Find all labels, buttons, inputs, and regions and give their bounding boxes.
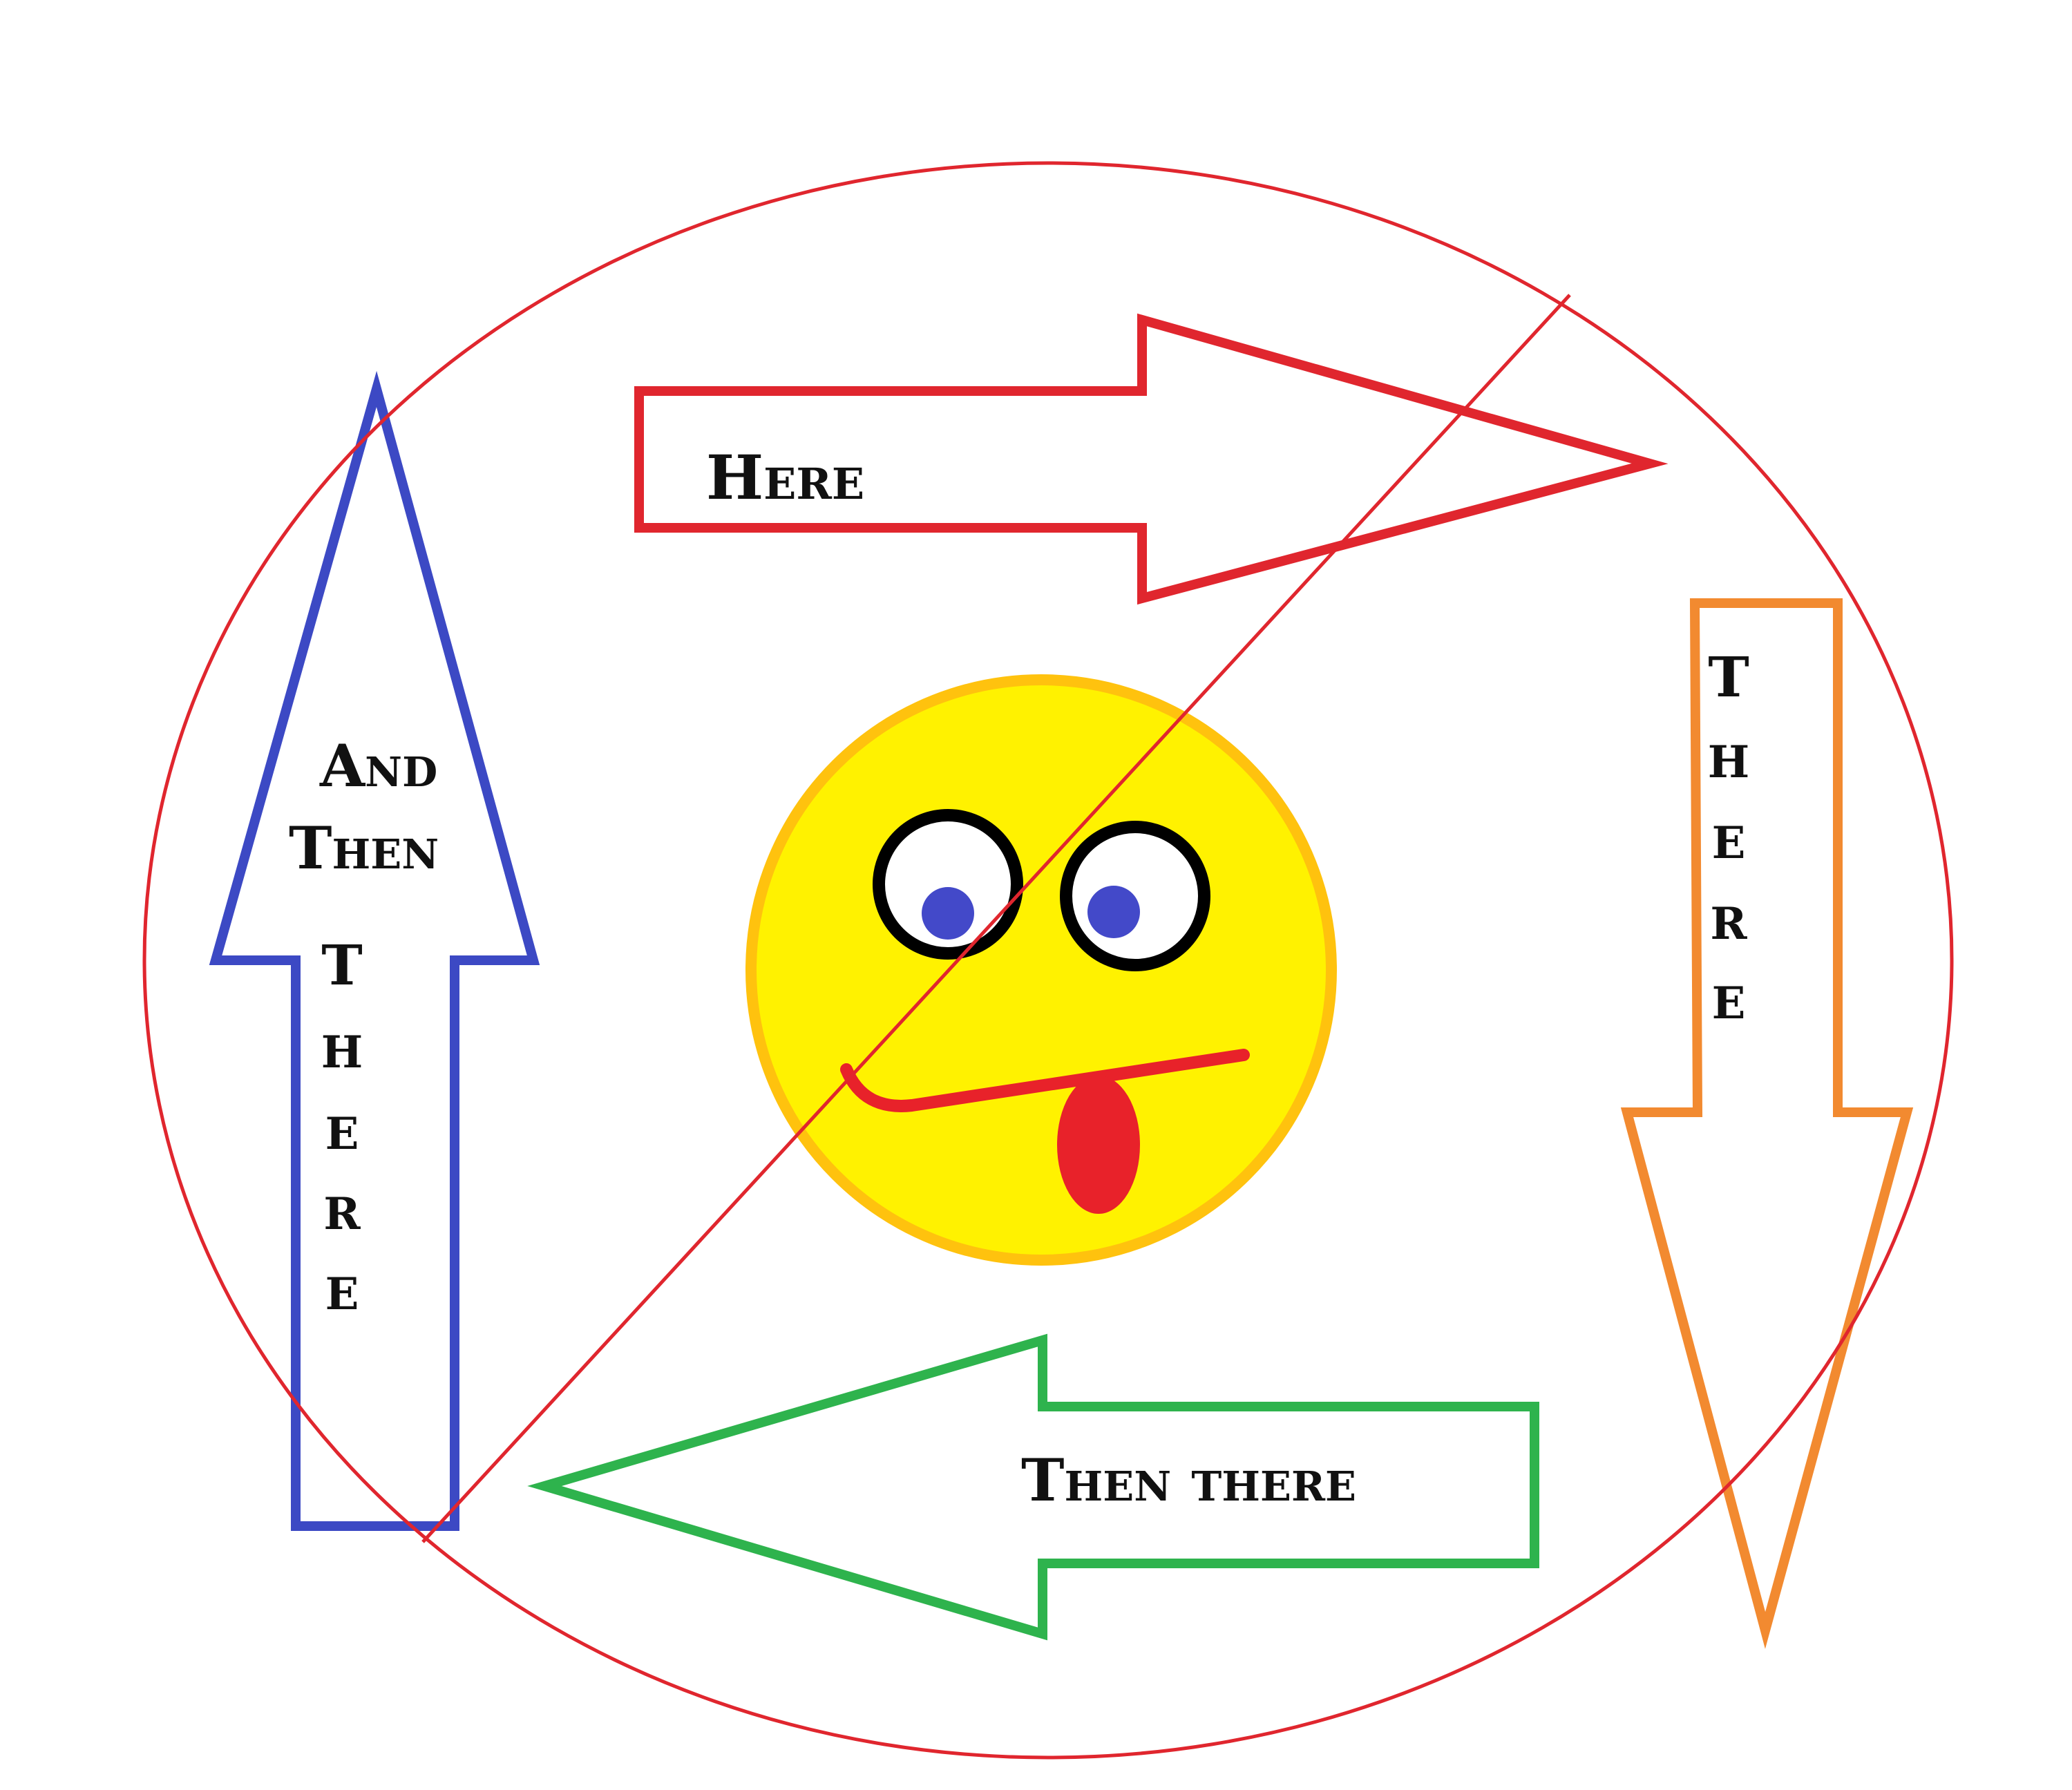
label-and: And bbox=[319, 732, 437, 800]
letter-right-4: R bbox=[1710, 898, 1747, 950]
tongue bbox=[1057, 1076, 1140, 1214]
letter-right-2: H bbox=[1708, 736, 1749, 788]
letter-right-5: E bbox=[1712, 978, 1746, 1029]
face-circle bbox=[745, 674, 1337, 1266]
label-then: Then bbox=[289, 814, 439, 882]
arrow-down-there bbox=[1620, 598, 1914, 1649]
letter-right-3: E bbox=[1712, 817, 1746, 869]
prohibition-slash bbox=[421, 294, 1571, 1543]
letter-left-5: E bbox=[325, 1268, 359, 1320]
label-here: Here bbox=[706, 441, 864, 513]
arrow-up-and-then-there bbox=[209, 370, 540, 1531]
letter-left-2: H bbox=[321, 1027, 363, 1078]
right-pupil bbox=[1087, 886, 1140, 938]
letter-left-1: T bbox=[321, 933, 363, 998]
no-entry-sign-icon bbox=[142, 161, 1954, 1760]
letter-right-1: T bbox=[1708, 645, 1749, 710]
label-there-vertical-right: T H E R E bbox=[1708, 645, 1749, 1029]
right-eye bbox=[1060, 821, 1210, 971]
label-then-there: Then there bbox=[1021, 1446, 1356, 1514]
prohibition-ring bbox=[142, 161, 1954, 1760]
left-eye bbox=[873, 809, 1023, 960]
left-pupil bbox=[922, 887, 974, 940]
mouth bbox=[840, 1049, 1250, 1112]
letter-left-4: R bbox=[323, 1188, 361, 1240]
letter-left-3: E bbox=[325, 1108, 359, 1160]
arrow-right-here bbox=[634, 313, 1669, 605]
arrow-left-then-there bbox=[527, 1333, 1539, 1641]
silly-face-icon bbox=[745, 674, 1337, 1266]
label-there-vertical-left: T H E R E bbox=[321, 933, 363, 1320]
